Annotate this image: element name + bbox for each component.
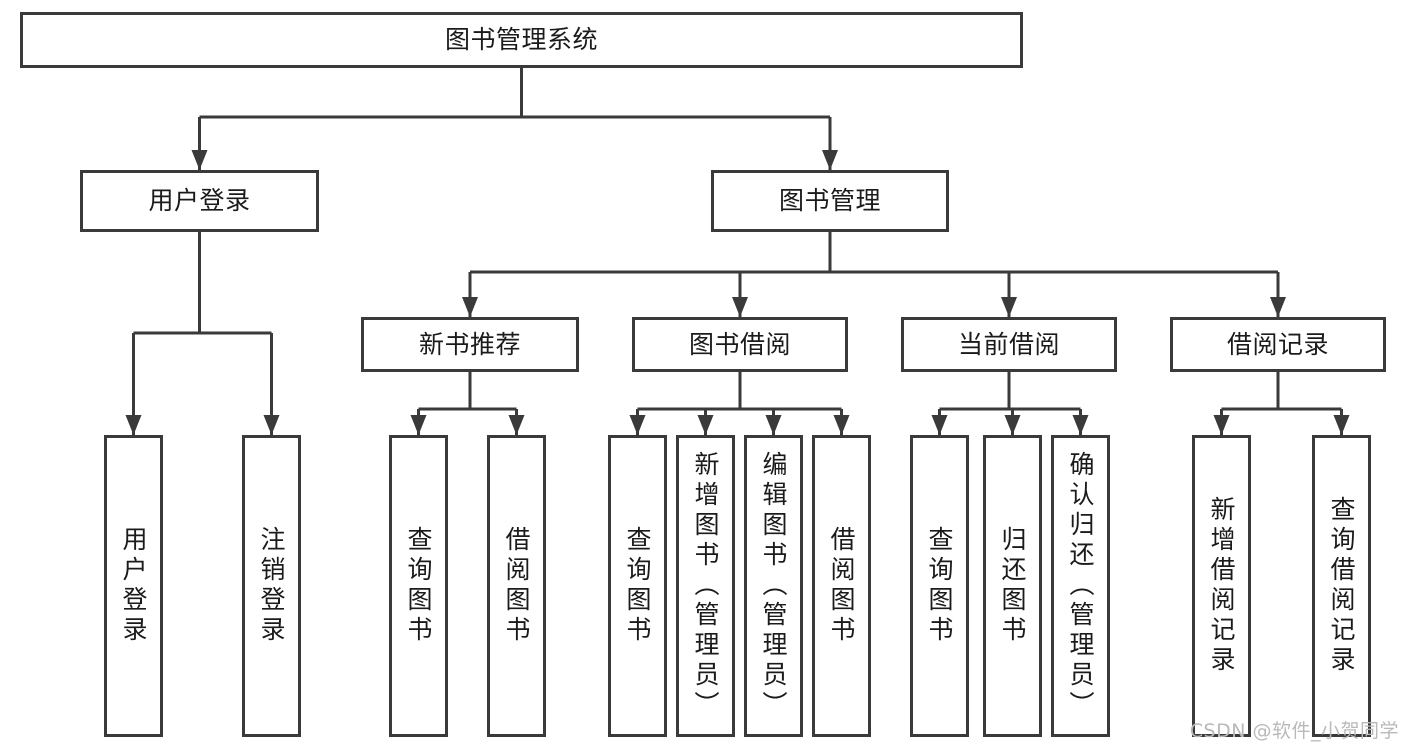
arrow-head-newbook (462, 297, 478, 317)
arrow-head-records (1270, 297, 1286, 317)
node-leaf-borrow-4[interactable]: 借阅图书 (812, 435, 871, 737)
node-label: 查询图书 (404, 526, 433, 646)
arrow-head-borrow (732, 297, 748, 317)
node-leaf-borrow-2[interactable]: 新增图书（管理员） (676, 435, 735, 737)
csdn-watermark: CSDN @软件_小贺同学 (1189, 720, 1399, 742)
node-borrow[interactable]: 图书借阅 (632, 317, 848, 372)
node-label: 新书推荐 (418, 329, 521, 359)
node-root[interactable]: 图书管理系统 (20, 12, 1023, 68)
node-label: 图书借阅 (688, 329, 791, 359)
node-leaf-rec-2[interactable]: 查询借阅记录 (1312, 435, 1371, 737)
arrow-head-current (1001, 297, 1017, 317)
node-leaf-cur-2[interactable]: 归还图书 (983, 435, 1042, 737)
arrow-head-leaf-cur-2 (1004, 415, 1021, 435)
node-label: 图书管理 (778, 186, 881, 216)
arrow-head-leaf-cur-1 (931, 415, 948, 435)
node-leaf-cur-1[interactable]: 查询图书 (910, 435, 969, 737)
node-leaf-new-2[interactable]: 借阅图书 (487, 435, 546, 737)
node-label: 查询图书 (925, 526, 954, 646)
node-label: 用户登录 (148, 186, 251, 216)
node-label: 借阅记录 (1226, 329, 1329, 359)
arrow-head-leaf-cur-3 (1072, 415, 1089, 435)
arrow-head-leaf-new-2 (508, 415, 525, 435)
node-label: 新增图书（管理员） (691, 451, 720, 721)
node-current[interactable]: 当前借阅 (901, 317, 1117, 372)
node-label: 借阅图书 (827, 526, 856, 646)
node-label: 新增借阅记录 (1207, 496, 1236, 676)
arrow-head-leaf-borrow-4 (833, 415, 850, 435)
node-newbook[interactable]: 新书推荐 (361, 317, 579, 372)
node-leaf-new-1[interactable]: 查询图书 (389, 435, 448, 737)
node-label: 归还图书 (998, 526, 1027, 646)
arrow-head-bookmgmt (822, 150, 838, 170)
arrow-head-leaf-rec-2 (1333, 415, 1350, 435)
node-leaf-borrow-3[interactable]: 编辑图书（管理员） (744, 435, 803, 737)
node-leaf-login-2[interactable]: 注销登录 (242, 435, 301, 737)
arrow-head-leaf-rec-1 (1213, 415, 1230, 435)
node-label: 确认归还（管理员） (1066, 451, 1095, 721)
node-label: 用户登录 (119, 526, 148, 646)
arrow-head-login (191, 150, 208, 170)
node-label: 当前借阅 (957, 329, 1060, 359)
arrow-head-leaf-login-1 (125, 415, 142, 435)
arrow-head-leaf-borrow-2 (697, 415, 714, 435)
arrow-head-leaf-borrow-3 (765, 415, 782, 435)
node-leaf-borrow-1[interactable]: 查询图书 (608, 435, 667, 737)
node-login[interactable]: 用户登录 (80, 170, 319, 232)
arrow-head-leaf-new-1 (410, 415, 427, 435)
arrow-head-leaf-borrow-1 (629, 415, 646, 435)
node-leaf-login-1[interactable]: 用户登录 (104, 435, 163, 737)
node-label: 编辑图书（管理员） (759, 451, 788, 721)
node-records[interactable]: 借阅记录 (1170, 317, 1386, 372)
node-label: 查询图书 (623, 526, 652, 646)
node-label: 图书管理系统 (444, 25, 598, 55)
node-label: 借阅图书 (502, 526, 531, 646)
node-leaf-cur-3[interactable]: 确认归还（管理员） (1051, 435, 1110, 737)
arrow-head-leaf-login-2 (263, 415, 280, 435)
node-label: 注销登录 (257, 526, 286, 646)
node-leaf-rec-1[interactable]: 新增借阅记录 (1192, 435, 1251, 737)
node-label: 查询借阅记录 (1327, 496, 1356, 676)
node-bookmgmt[interactable]: 图书管理 (711, 170, 949, 232)
